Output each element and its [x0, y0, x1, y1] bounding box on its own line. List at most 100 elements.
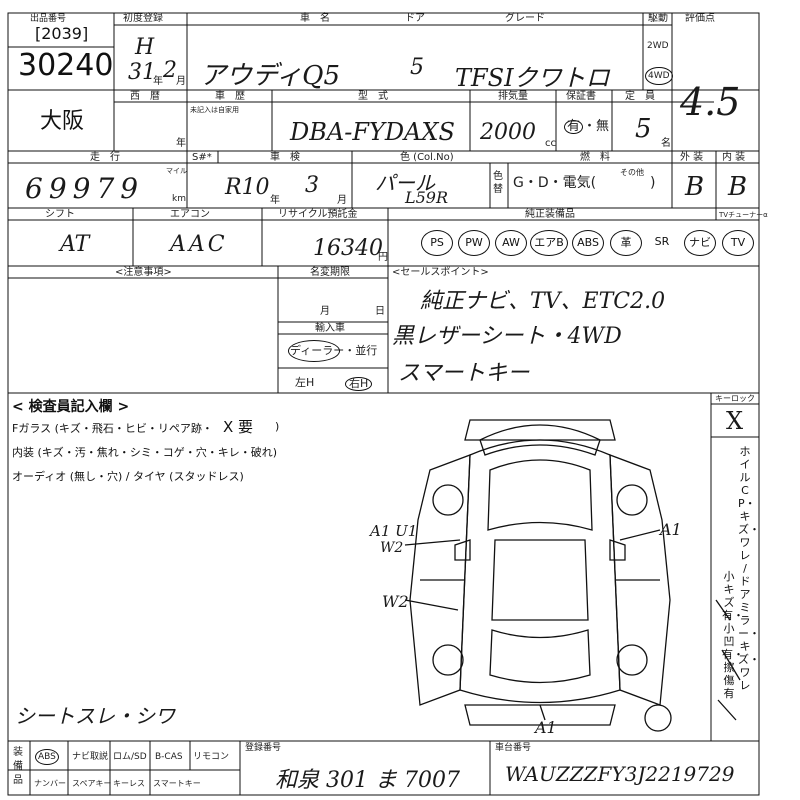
accessory-label: 装備品 — [13, 747, 23, 786]
displacement: 2000 — [480, 120, 536, 145]
mark-a1-right: A1 — [660, 520, 682, 539]
dealer-circle — [288, 340, 340, 362]
fuel-options: G・D・電気( — [513, 175, 597, 191]
accessory-navi-manual: ナビ取説 — [72, 752, 109, 762]
caution-label: <注意事項> — [115, 267, 172, 278]
mark-w2-left: W2 — [382, 592, 409, 611]
color-code: L59R — [405, 188, 449, 207]
cc-unit: cc — [545, 138, 556, 149]
aircon: AAC — [170, 232, 228, 257]
shaken-label: 車 歴 — [215, 91, 245, 102]
reg-month-unit: 月 — [176, 76, 186, 87]
mark-a1-bottom: A1 — [535, 718, 557, 737]
grade-label: グレード — [505, 13, 545, 24]
inspection-year-unit: 年 — [270, 195, 280, 206]
tuner-label: TVチューナーα — [719, 211, 768, 219]
equipment-ps: PS — [421, 230, 453, 256]
mileage: 69979 — [25, 172, 145, 205]
color-label: 色 (Col.No) — [400, 152, 454, 163]
accessory-keyless: キーレス — [113, 779, 145, 788]
exterior-label: 外 装 — [680, 152, 704, 163]
drive-2wd: 2WD — [647, 41, 669, 51]
side-note-print: ホイルCP・キズ・ワレ / ドアミラー・キズ・ワレ — [738, 445, 760, 692]
recycle-label: リサイクル預託金 — [278, 209, 358, 220]
sales-point-label: <セールスポイント> — [392, 267, 489, 278]
fuel-close: ) — [650, 175, 656, 191]
car-name: アウディQ5 — [200, 61, 341, 91]
door-label: ドア — [405, 13, 425, 24]
km-unit: km — [172, 194, 186, 204]
equipment-leather: 革 — [610, 230, 642, 256]
equipment-navi: ナビ — [684, 230, 716, 256]
fuel-other: その他 — [620, 168, 644, 177]
equipment-label: 純正装備品 — [525, 209, 575, 220]
aircon-label: エアコン — [170, 209, 210, 220]
accessory-abs: ABS — [35, 749, 59, 765]
accessory-smart-key: スマートキー — [153, 779, 201, 788]
glass-close: ) — [275, 420, 280, 433]
plate-number: 和泉 301 ま 7007 — [275, 768, 460, 793]
sales-point-3: スマートキー — [398, 361, 530, 386]
score-label: 評価点 — [685, 13, 715, 24]
plate-label: 登録番号 — [245, 743, 282, 753]
equipment-sunroof: SR — [654, 235, 670, 248]
shift: AT — [60, 232, 90, 257]
capacity: 5 — [635, 114, 652, 144]
year-unit: 年 — [176, 138, 186, 149]
inspection-label: 車 検 — [270, 152, 300, 163]
interior-note: 内装 (キズ・汚・焦れ・シミ・コゲ・穴・キレ・破れ) — [12, 446, 278, 459]
grade: TFSIクワトロ — [455, 64, 610, 92]
equipment-abs: ABS — [572, 230, 604, 256]
fuel-label: 燃 料 — [580, 152, 610, 163]
accessory-plate: ナンバー — [34, 779, 66, 788]
seireki-label: 西 暦 — [130, 91, 160, 102]
doors: 5 — [410, 55, 424, 80]
side-note-handwritten: 小キズ有・小凹有・擦傷有 — [722, 570, 744, 700]
equipment-aw: AW — [495, 230, 527, 256]
mile-unit: マイル — [166, 167, 187, 175]
color-change-label: 色替 — [493, 171, 503, 195]
chassis-number: WAUZZZFY3J2219729 — [505, 762, 735, 786]
title-deadline-label: 名変期限 — [310, 267, 350, 278]
sales-point-1: 純正ナビ、TV、ETC2.0 — [420, 289, 666, 314]
warranty-no: ・無 — [583, 119, 610, 134]
car-name-label: 車 名 — [300, 13, 330, 24]
s-label: S#* — [192, 152, 212, 163]
drive-4wd: 4WD — [645, 67, 673, 85]
inspection-month: 3 — [305, 173, 319, 198]
car-diagram — [404, 419, 672, 732]
chassis-label: 車台番号 — [495, 743, 532, 753]
equipment-airbag: エアB — [530, 230, 568, 256]
mileage-label: 走 行 — [90, 152, 120, 163]
displacement-label: 排気量 — [498, 91, 528, 102]
model-label: 型 式 — [358, 91, 388, 102]
venue-code: [2039] — [35, 24, 89, 43]
warranty-yes: 有 — [564, 120, 584, 134]
reg-year-unit: 年 — [153, 76, 163, 87]
accessory-spare-key: スペアキー — [72, 779, 112, 788]
accessory-bcas: B-CAS — [155, 752, 183, 762]
capacity-unit: 名 — [661, 138, 671, 149]
mark-w2-top: W2 — [380, 540, 404, 556]
first-reg-label: 初度登録 — [123, 13, 163, 24]
warranty-label: 保証書 — [566, 91, 596, 102]
shaken-note: 未記入は自家用 — [190, 106, 239, 114]
region: 大阪 — [40, 109, 85, 134]
exterior: B — [685, 172, 705, 202]
import-label: 輸入車 — [315, 323, 345, 334]
handle-right: 右H — [345, 377, 373, 391]
inspection-month-unit: 月 — [337, 195, 347, 206]
yen-unit: 円 — [378, 252, 388, 263]
accessory-rom-sd: ロム/SD — [113, 752, 147, 762]
score: 4.5 — [680, 80, 741, 124]
drive-label: 駆動 — [648, 13, 668, 24]
lot-number: 30240 — [18, 48, 114, 83]
glass-x: X 要 — [223, 418, 254, 436]
deadline-month: 月 — [320, 306, 330, 317]
equipment-tv: TV — [722, 230, 754, 256]
shift-label: シフト — [45, 209, 75, 220]
capacity-label: 定 員 — [625, 91, 655, 102]
audio-note: オーディオ (無し・穴) / タイヤ (スタッドレス) — [12, 470, 244, 483]
